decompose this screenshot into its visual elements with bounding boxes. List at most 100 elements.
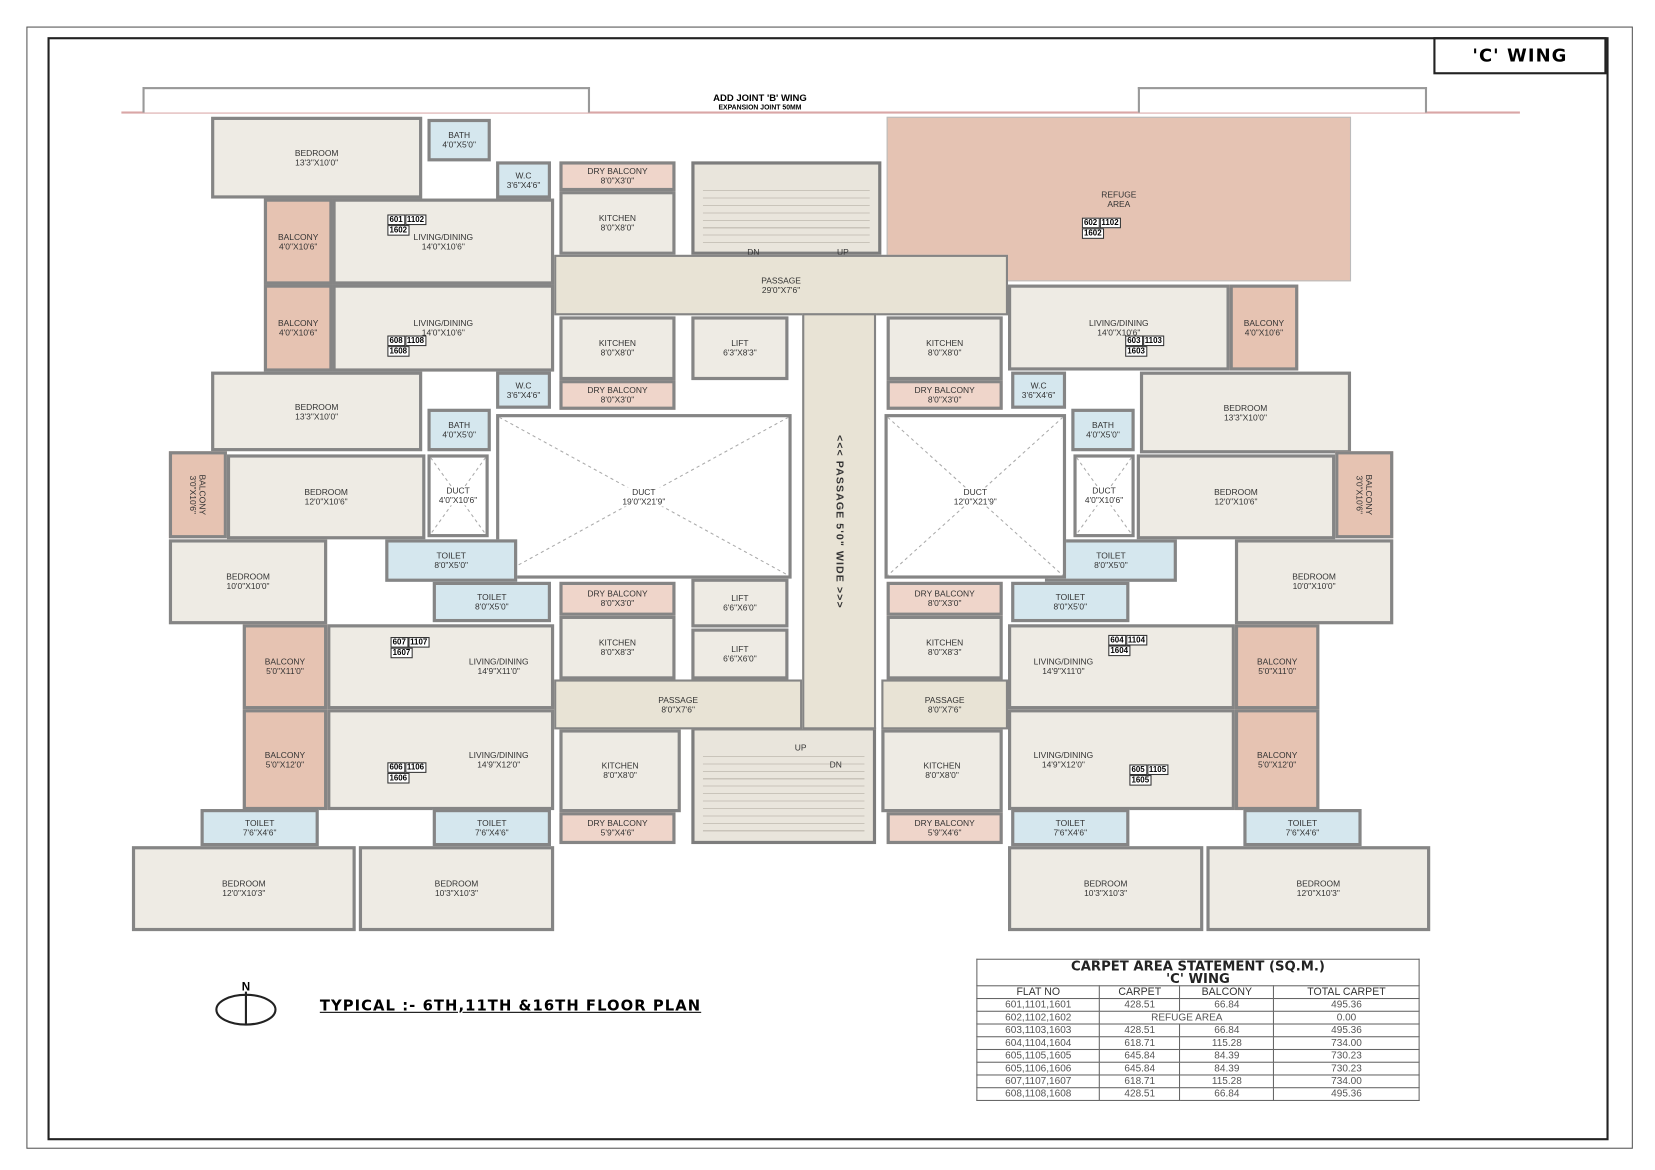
room-name: DUCT xyxy=(963,486,987,497)
balcony-cell: 84.39 xyxy=(1179,1061,1275,1076)
room-dimensions: 5'0"X11'0" xyxy=(1258,666,1297,677)
room-name: DRY BALCONY xyxy=(587,818,648,829)
room-dimensions: 8'0"X8'3" xyxy=(927,647,962,658)
wing-label: 'C' WING xyxy=(1433,37,1607,75)
balcony-cell: 84.39 xyxy=(1179,1048,1275,1063)
room-name: TOILET xyxy=(1287,818,1318,828)
room-name: PASSAGE xyxy=(924,694,965,705)
room-dimensions: 14'0"X10'6" xyxy=(421,328,465,338)
flat-number: 1107 xyxy=(407,637,430,648)
flat-number: 1606 xyxy=(387,772,410,784)
room-c-corridor: <<< PASSAGE 5'0" WIDE >>> xyxy=(802,313,877,730)
room-dimensions: 8'0"X8'3" xyxy=(600,647,635,658)
flat-no-cell: 608,1108,1608 xyxy=(976,1087,1101,1101)
total-cell: 734.00 xyxy=(1273,1074,1420,1089)
room-dimensions: 7'6"X4'6" xyxy=(242,827,277,838)
room-dimensions: 4'0"X10'6" xyxy=(438,495,478,506)
room-dimensions: 12'0"X10'6" xyxy=(1214,496,1258,507)
table-title: CARPET AREA STATEMENT (SQ.M.)'C' WING xyxy=(976,958,1420,987)
room-dimensions: 6'3"X8'3" xyxy=(723,348,757,358)
total-cell: 495.36 xyxy=(1273,997,1420,1012)
room-dimensions: 5'9"X4'6" xyxy=(927,828,962,838)
room-dimensions: 8'0"X5'0" xyxy=(1094,560,1128,571)
total-cell: 730.23 xyxy=(1273,1061,1420,1076)
expansion-joint-label: ADD JOINT 'B' WING EXPANSION JOINT 50MM xyxy=(633,92,886,113)
room-name: KITCHEN xyxy=(926,338,964,349)
room-dimensions: 8'0"X7'6" xyxy=(661,704,695,714)
room-dimensions: 8'0"X8'0" xyxy=(603,770,637,781)
table-subtitle: 'C' WING xyxy=(1166,970,1230,987)
room-name: LIFT xyxy=(731,644,749,655)
total-cell: 734.00 xyxy=(1273,1036,1420,1051)
room-dimensions: 5'9"X4'6" xyxy=(600,828,635,838)
room-name: DRY BALCONY xyxy=(914,589,975,599)
expansion-joint-line xyxy=(121,85,1520,114)
flat-number: 1608 xyxy=(387,346,410,357)
room-name: PASSAGE xyxy=(658,694,699,705)
flat-number: 1603 xyxy=(1125,346,1147,357)
flat-number: 1108 xyxy=(404,335,427,347)
carpet-cell: 618.71 xyxy=(1099,1074,1181,1089)
room-dimensions: 4'0"X10'6" xyxy=(1084,495,1124,506)
balcony-cell: 66.84 xyxy=(1179,1087,1275,1101)
room-name: BALCONY xyxy=(264,750,306,760)
room-dimensions: 13'3"X10'0" xyxy=(295,157,339,168)
room-name: LIFT xyxy=(731,338,749,349)
refuge-cell: REFUGE AREA xyxy=(1099,1010,1275,1025)
total-cell: 495.36 xyxy=(1273,1087,1420,1101)
table-header-cell: TOTAL CARPET xyxy=(1273,985,1420,1000)
joint-title: ADD JOINT 'B' WING xyxy=(713,92,807,103)
flat-number: 1102 xyxy=(404,214,427,226)
room-name: KITCHEN xyxy=(598,338,637,349)
